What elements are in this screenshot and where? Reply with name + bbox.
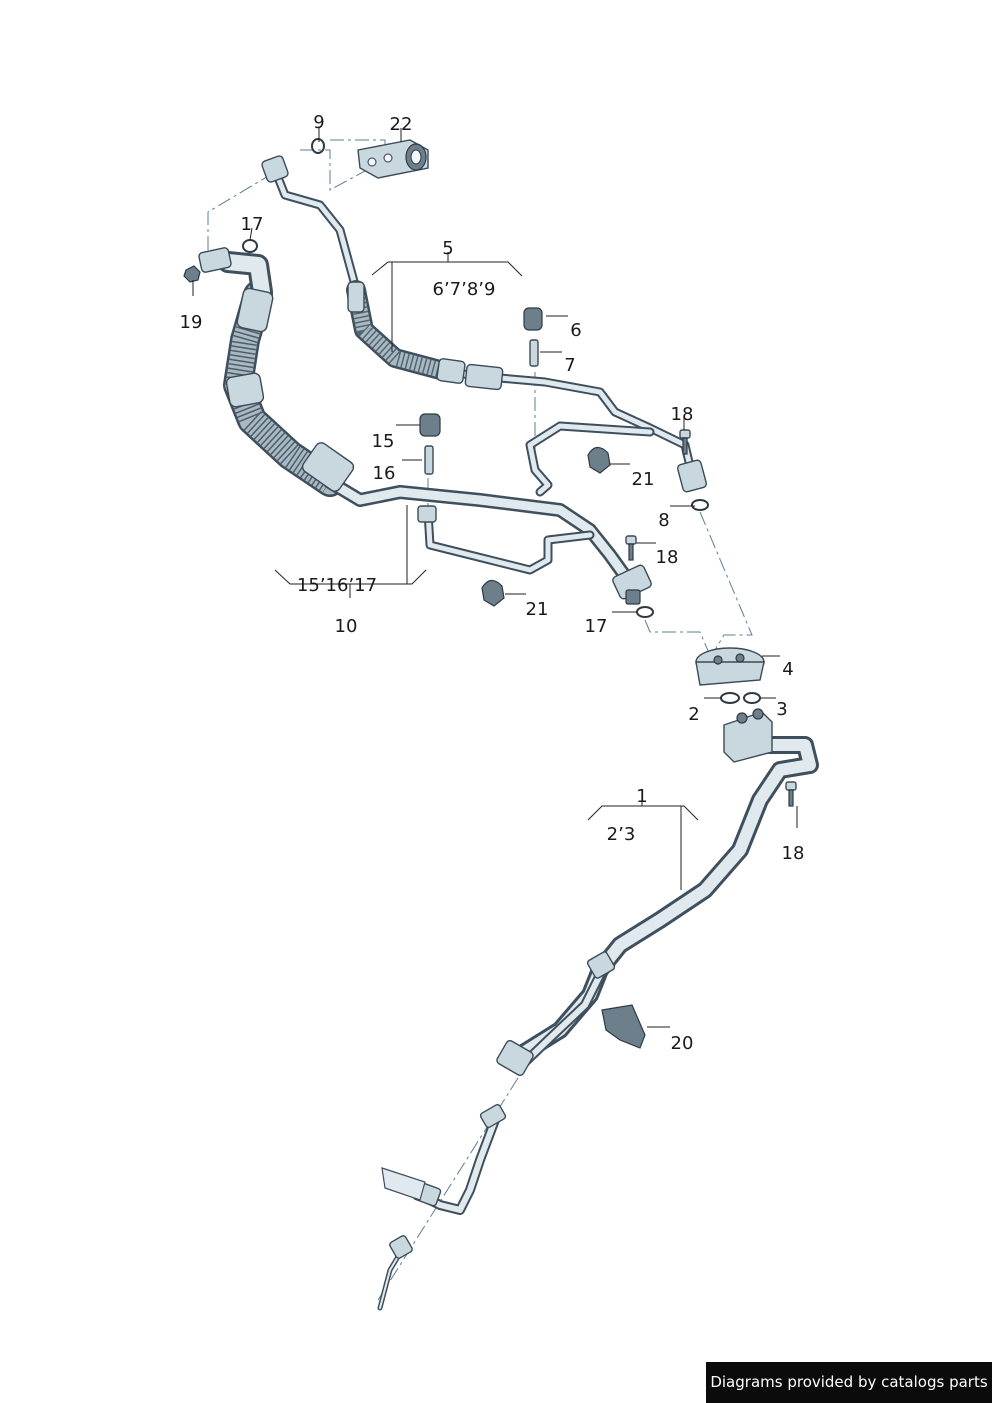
expansion-valve xyxy=(357,139,429,179)
bolt-icon xyxy=(625,429,797,807)
pipe-1-line xyxy=(377,708,819,1311)
connector-block xyxy=(695,647,765,686)
callout-5: 5 xyxy=(442,238,453,259)
credit-badge: Diagrams provided by catalogs parts xyxy=(706,1362,992,1403)
pipe-22-line xyxy=(261,155,708,497)
callout-17-mid: 17 xyxy=(585,616,608,637)
callout-labels: 9 22 17 19 5 6’7’8’9 6 7 15 16 18 21 8 1… xyxy=(180,112,805,1054)
group-label-10: 15’16’17 xyxy=(297,575,377,596)
callout-10: 10 xyxy=(335,616,358,637)
callout-21-top: 21 xyxy=(632,469,655,490)
callout-16: 16 xyxy=(373,463,396,484)
callout-20: 20 xyxy=(671,1033,694,1054)
callout-18-mid: 18 xyxy=(656,547,679,568)
leader-lines xyxy=(192,128,798,1028)
valve-cap-icon xyxy=(419,307,543,437)
callout-17-top: 17 xyxy=(241,214,264,235)
callout-18-top: 18 xyxy=(671,404,694,425)
callout-3: 3 xyxy=(776,699,787,720)
hose-sleeve xyxy=(347,281,365,313)
group-label-1: 2’3 xyxy=(607,824,636,845)
callout-19: 19 xyxy=(180,312,203,333)
callout-4: 4 xyxy=(782,659,793,680)
callout-22: 22 xyxy=(390,114,413,135)
callout-21-mid: 21 xyxy=(526,599,549,620)
valve-core-icon xyxy=(424,339,539,475)
callout-15: 15 xyxy=(372,431,395,452)
callout-18-bottom: 18 xyxy=(782,843,805,864)
callout-6: 6 xyxy=(570,320,581,341)
group-label-5: 6’7’8’9 xyxy=(433,279,496,300)
callout-7: 7 xyxy=(564,355,575,376)
alignment-lines xyxy=(207,139,753,1301)
bracket-icon xyxy=(601,1004,646,1049)
callout-9: 9 xyxy=(313,112,324,133)
pipe-10-hose xyxy=(198,247,652,605)
callout-1: 1 xyxy=(636,786,647,807)
clip-icon xyxy=(481,446,611,607)
callout-2: 2 xyxy=(688,704,699,725)
callout-8: 8 xyxy=(658,510,669,531)
nut-icon xyxy=(183,265,201,283)
